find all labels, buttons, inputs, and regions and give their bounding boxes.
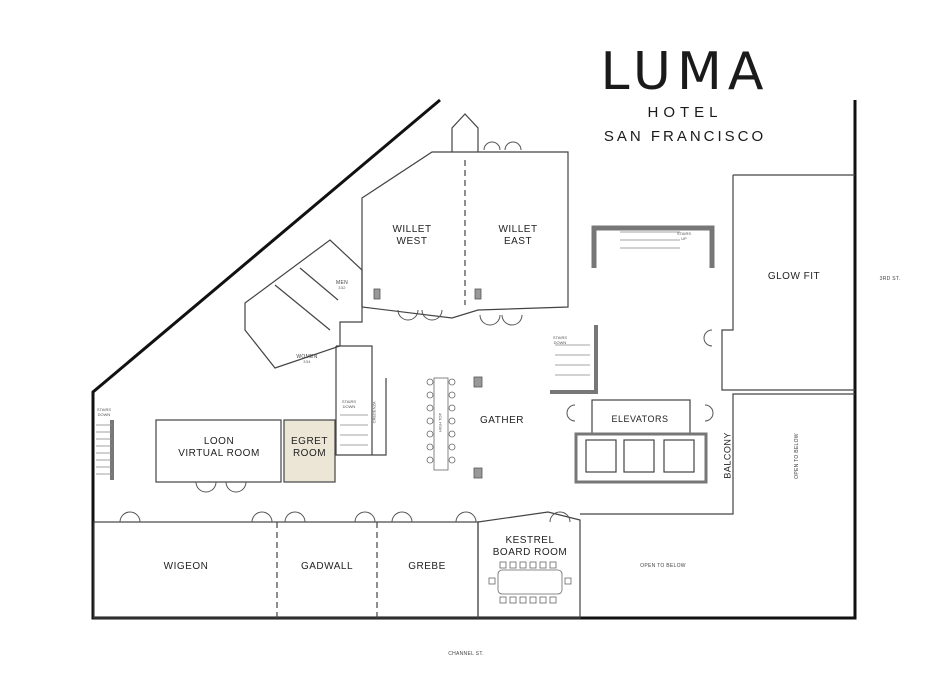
street-3rd: 3RD ST. [879,276,901,282]
logo-subtitle: HOTEL [647,104,723,121]
label-open-to-below-bottom: OPEN TO BELOW [640,563,686,569]
label-stairs-down-gather: STAIRS DOWN [341,399,357,409]
room-kestrel[interactable]: KESTREL BOARD ROOM [492,535,568,558]
room-gadwall[interactable]: GADWALL [300,561,354,572]
room-willet-west[interactable]: WILLET WEST [392,224,432,247]
pillars [373,288,483,479]
door-swings [119,141,714,523]
room-loon[interactable]: LOON VIRTUAL ROOM [178,436,260,459]
logo-brand: LUMA [600,42,770,102]
room-egret[interactable]: EGRET ROOM [291,436,328,459]
label-open-to-below-right: OPEN TO BELOW [794,433,800,479]
room-grebe[interactable]: GREBE [408,561,446,572]
label-men: MEN 332 [335,280,348,290]
board-room-table [488,561,572,604]
label-credenza: CREDENZA [371,401,377,424]
room-willet-east[interactable]: WILLET EAST [498,224,538,247]
logo-city: SAN FRANCISCO [603,128,767,145]
street-channel: CHANNEL ST. [448,651,484,657]
room-wigeon[interactable]: WIGEON [163,561,209,572]
label-stairs-down-left: STAIRS DOWN [96,407,112,417]
hotel-logo: LUMA HOTEL SAN FRANCISCO [590,44,780,148]
room-glow-fit[interactable]: GLOW FIT [767,271,821,282]
stair-treads [96,231,680,475]
room-gather[interactable]: GATHER [480,415,524,426]
label-high-top: HIGH TOP [437,412,443,433]
label-balcony: BALCONY [722,432,733,479]
label-stairs-up: STAIRS UP [676,231,692,241]
interior-walls [93,113,855,619]
exterior-walls [91,98,857,620]
label-stairs-down-center: STAIRS DOWN [552,335,568,345]
high-top-table [426,377,456,471]
label-elevators: ELEVATORS [611,414,669,424]
label-women: WOMEN 334 [296,354,318,364]
